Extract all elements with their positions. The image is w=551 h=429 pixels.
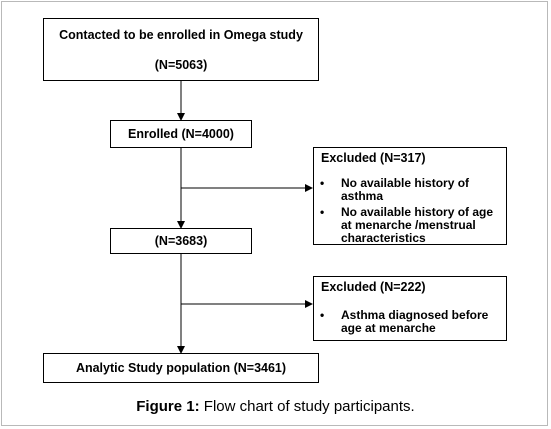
enrolled-label: Enrolled (N=4000) (128, 127, 234, 141)
caption-text: Flow chart of study participants. (203, 398, 415, 415)
exclusion-2-list: •Asthma diagnosed before age at menarche (320, 309, 506, 335)
exclusion-1-list: •No available history of asthma •No avai… (320, 177, 506, 245)
exclusion-1-item: •No available history of age at menarche… (320, 205, 494, 245)
enrolled-box: Enrolled (N=4000) (110, 120, 252, 148)
contacted-box: Contacted to be enrolled in Omega study … (43, 18, 319, 81)
figure-caption: Figure 1: Flow chart of study participan… (0, 398, 551, 415)
bullet-icon: • (320, 176, 325, 190)
final-box: Analytic Study population (N=3461) (43, 353, 319, 383)
exclusion-2-title: Excluded (N=222) (321, 280, 426, 294)
bullet-icon: • (320, 308, 325, 322)
middle-label: (N=3683) (154, 234, 208, 248)
contacted-count: (N=5063) (154, 58, 208, 72)
caption-label: Figure 1: (136, 398, 200, 415)
exclusion-1-item: •No available history of asthma (320, 176, 470, 203)
final-label: Analytic Study population (N=3461) (75, 361, 287, 375)
contacted-label: Contacted to be enrolled in Omega study (59, 28, 303, 42)
exclusion-1-title: Excluded (N=317) (321, 151, 426, 165)
bullet-icon: • (320, 205, 325, 219)
middle-box: (N=3683) (110, 228, 252, 254)
exclusion-2-item: •Asthma diagnosed before age at menarche (320, 308, 489, 335)
exclusion-box-2: Excluded (N=222) •Asthma diagnosed befor… (313, 276, 507, 341)
exclusion-box-1: Excluded (N=317) •No available history o… (313, 147, 507, 245)
